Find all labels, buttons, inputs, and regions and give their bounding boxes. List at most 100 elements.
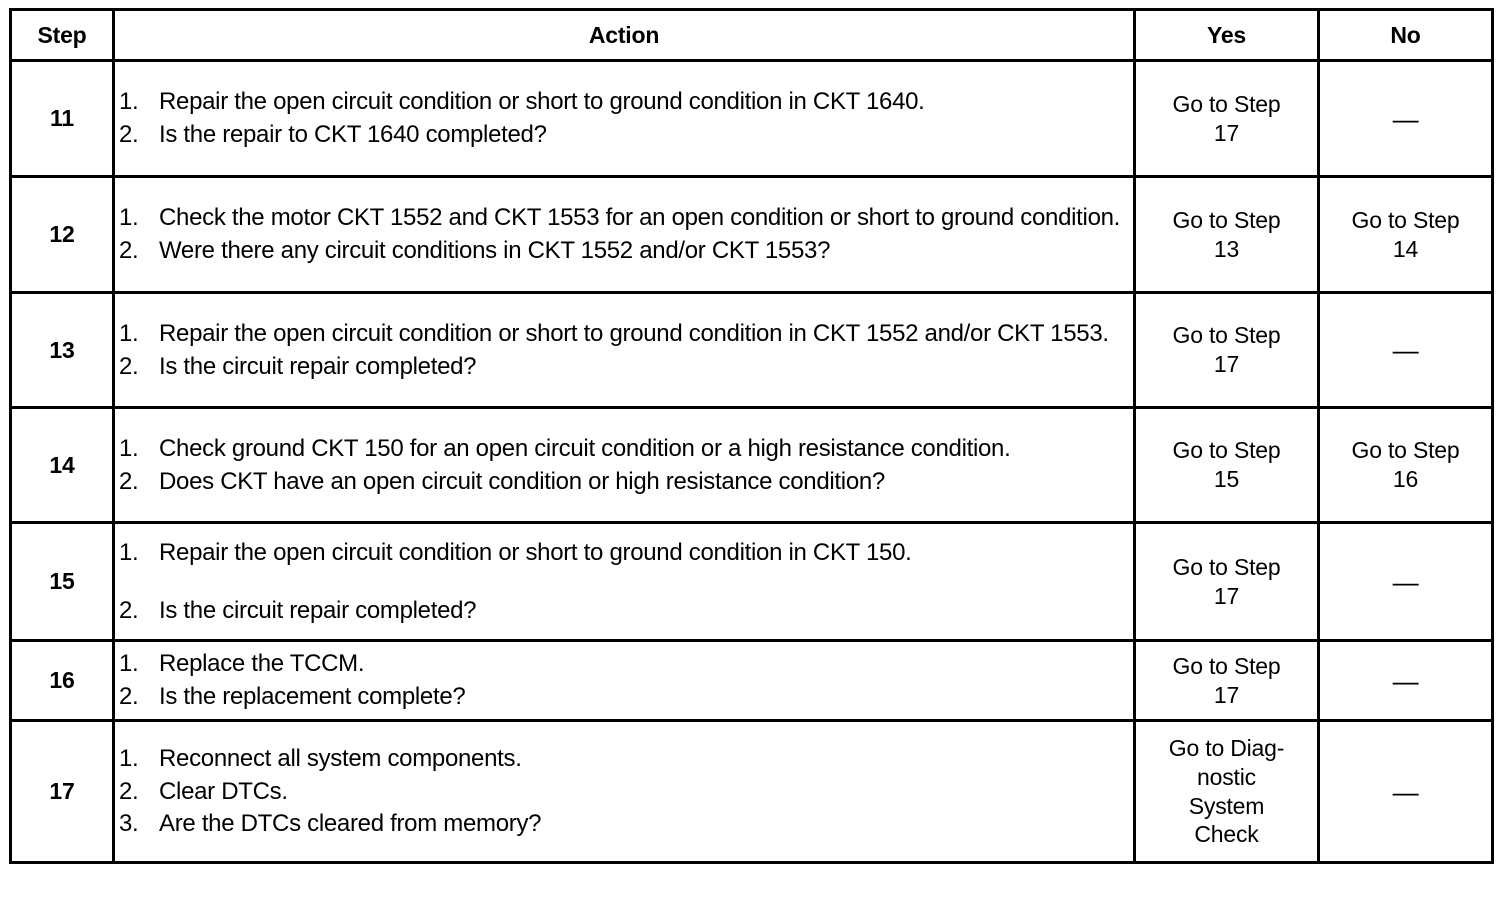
action-item: 2. Is the replacement complete?	[115, 681, 1133, 713]
result-line: Go to Diag-	[1168, 735, 1285, 762]
action-item: 3. Are the DTCs cleared from memory?	[115, 808, 1133, 840]
result-line: 14	[1392, 235, 1419, 262]
result-line: 13	[1213, 235, 1240, 262]
action-item-number: 2.	[119, 352, 139, 380]
no-result-cell-lines: —	[1320, 106, 1491, 132]
action-cell: 1. Check ground CKT 150 for an open circu…	[112, 406, 1136, 524]
column-header-action: Action	[112, 8, 1136, 62]
action-item: 1.Check the motor CKT 1552 and CKT 1553 …	[115, 202, 1133, 234]
action-item: 2. Does CKT have an open circuit conditio…	[115, 466, 1133, 498]
action-item-text: Clear DTCs.	[159, 777, 288, 805]
result-line: Go to Step	[1172, 90, 1281, 117]
no-result-cell-lines: —	[1320, 569, 1491, 595]
action-cell: 1.Check the motor CKT 1552 and CKT 1553 …	[112, 175, 1136, 294]
action-item-number: 2.	[119, 777, 139, 805]
action-item: 2. Were there any circuit conditions in C…	[115, 235, 1133, 267]
step-number-cell: 17	[9, 719, 115, 864]
action-item-text: Repair the open circuit condition or sho…	[159, 88, 925, 116]
action-item-text: Is the circuit repair completed?	[159, 596, 477, 624]
column-header-step: Step	[9, 8, 115, 62]
action-item-number: 2.	[119, 467, 139, 495]
action-item: 1. Check ground CKT 150 for an open circu…	[115, 433, 1133, 465]
em-dash-placeholder: —	[1392, 566, 1419, 597]
action-item-text: Is the replacement complete?	[159, 683, 466, 710]
action-cell: 1. Reconnect all system components. 2. Clea…	[112, 719, 1136, 864]
action-item-text: Check ground CKT 150 for an open circuit…	[159, 434, 1011, 462]
action-item-list: 1.Repair the open circuit condition or s…	[115, 537, 1133, 626]
action-cell: 1.Repair the open circuit condition or s…	[112, 291, 1136, 409]
action-item-number: 3.	[119, 810, 139, 838]
step-number-cell: 15	[9, 521, 115, 642]
result-line: 15	[1213, 466, 1240, 492]
action-item-number: 1.	[119, 650, 139, 678]
em-dash-placeholder: —	[1392, 665, 1419, 696]
action-item-text: Are the DTCs cleared from memory?	[159, 810, 542, 838]
column-header-yes: Yes	[1133, 8, 1320, 62]
action-item-number: 2.	[119, 596, 139, 624]
action-item-text: Were there any circuit conditions in CKT…	[159, 237, 831, 264]
em-dash-placeholder: —	[1392, 776, 1419, 807]
no-result-cell-lines: —	[1320, 668, 1491, 694]
action-item: 1. Repair the open circuit condition or s…	[115, 86, 1133, 118]
action-item-number: 1.	[119, 319, 139, 347]
no-result-cell-lines: —	[1320, 779, 1491, 805]
table-header-row: Step Action Yes No	[9, 8, 1494, 62]
action-item-list: 1. Reconnect all system components. 2. Clea…	[115, 743, 1133, 840]
action-cell: 1. Repair the open circuit condition or s…	[112, 59, 1136, 178]
action-item: 1.Repair the open circuit condition or s…	[115, 318, 1133, 350]
action-item-number: 2.	[119, 121, 139, 148]
action-item-number: 1.	[119, 538, 139, 566]
action-item-list: 1.Check the motor CKT 1552 and CKT 1553 …	[115, 202, 1133, 266]
step-number-cell: 11	[9, 59, 115, 178]
action-item: 2. Is the repair to CKT 1640 completed?	[115, 119, 1133, 151]
action-item-list: 1. Repair the open circuit condition or s…	[115, 86, 1133, 150]
action-item-list: 1. Check ground CKT 150 for an open circu…	[115, 433, 1133, 497]
result-line: Check	[1194, 821, 1259, 848]
action-item-number: 2.	[119, 683, 139, 710]
no-result-cell: —	[1317, 639, 1494, 722]
no-result-cell-lines: —	[1320, 337, 1491, 363]
no-result-cell: —	[1317, 291, 1494, 409]
em-dash-placeholder: —	[1392, 103, 1419, 134]
result-line: nostic	[1197, 763, 1256, 790]
result-line: Go to Step	[1172, 322, 1281, 349]
result-line: 17	[1213, 351, 1240, 377]
action-item-text: Is the repair to CKT 1640 completed?	[159, 121, 547, 148]
action-item: 1. Replace the TCCM.	[115, 648, 1133, 680]
action-item-number: 1.	[119, 744, 139, 772]
action-item-number: 1.	[119, 434, 139, 462]
no-result-cell: —	[1317, 521, 1494, 642]
action-item: 1. Reconnect all system components.	[115, 743, 1133, 775]
result-line: Go to Step	[1351, 437, 1460, 464]
result-line: Go to Step	[1351, 206, 1460, 233]
action-item-text: Reconnect all system components.	[159, 744, 522, 772]
action-cell: 1. Replace the TCCM. 2. Is the replacement …	[112, 639, 1136, 722]
action-item: 2. Is the circuit repair completed?	[115, 595, 1133, 627]
action-item-text: Replace the TCCM.	[159, 650, 365, 678]
action-item-list: 1. Replace the TCCM. 2. Is the replacement …	[115, 648, 1133, 712]
action-item-number: 1.	[119, 88, 139, 116]
action-item-number: 2.	[119, 237, 139, 264]
action-item-text: Does CKT have an open circuit condition …	[159, 467, 885, 495]
